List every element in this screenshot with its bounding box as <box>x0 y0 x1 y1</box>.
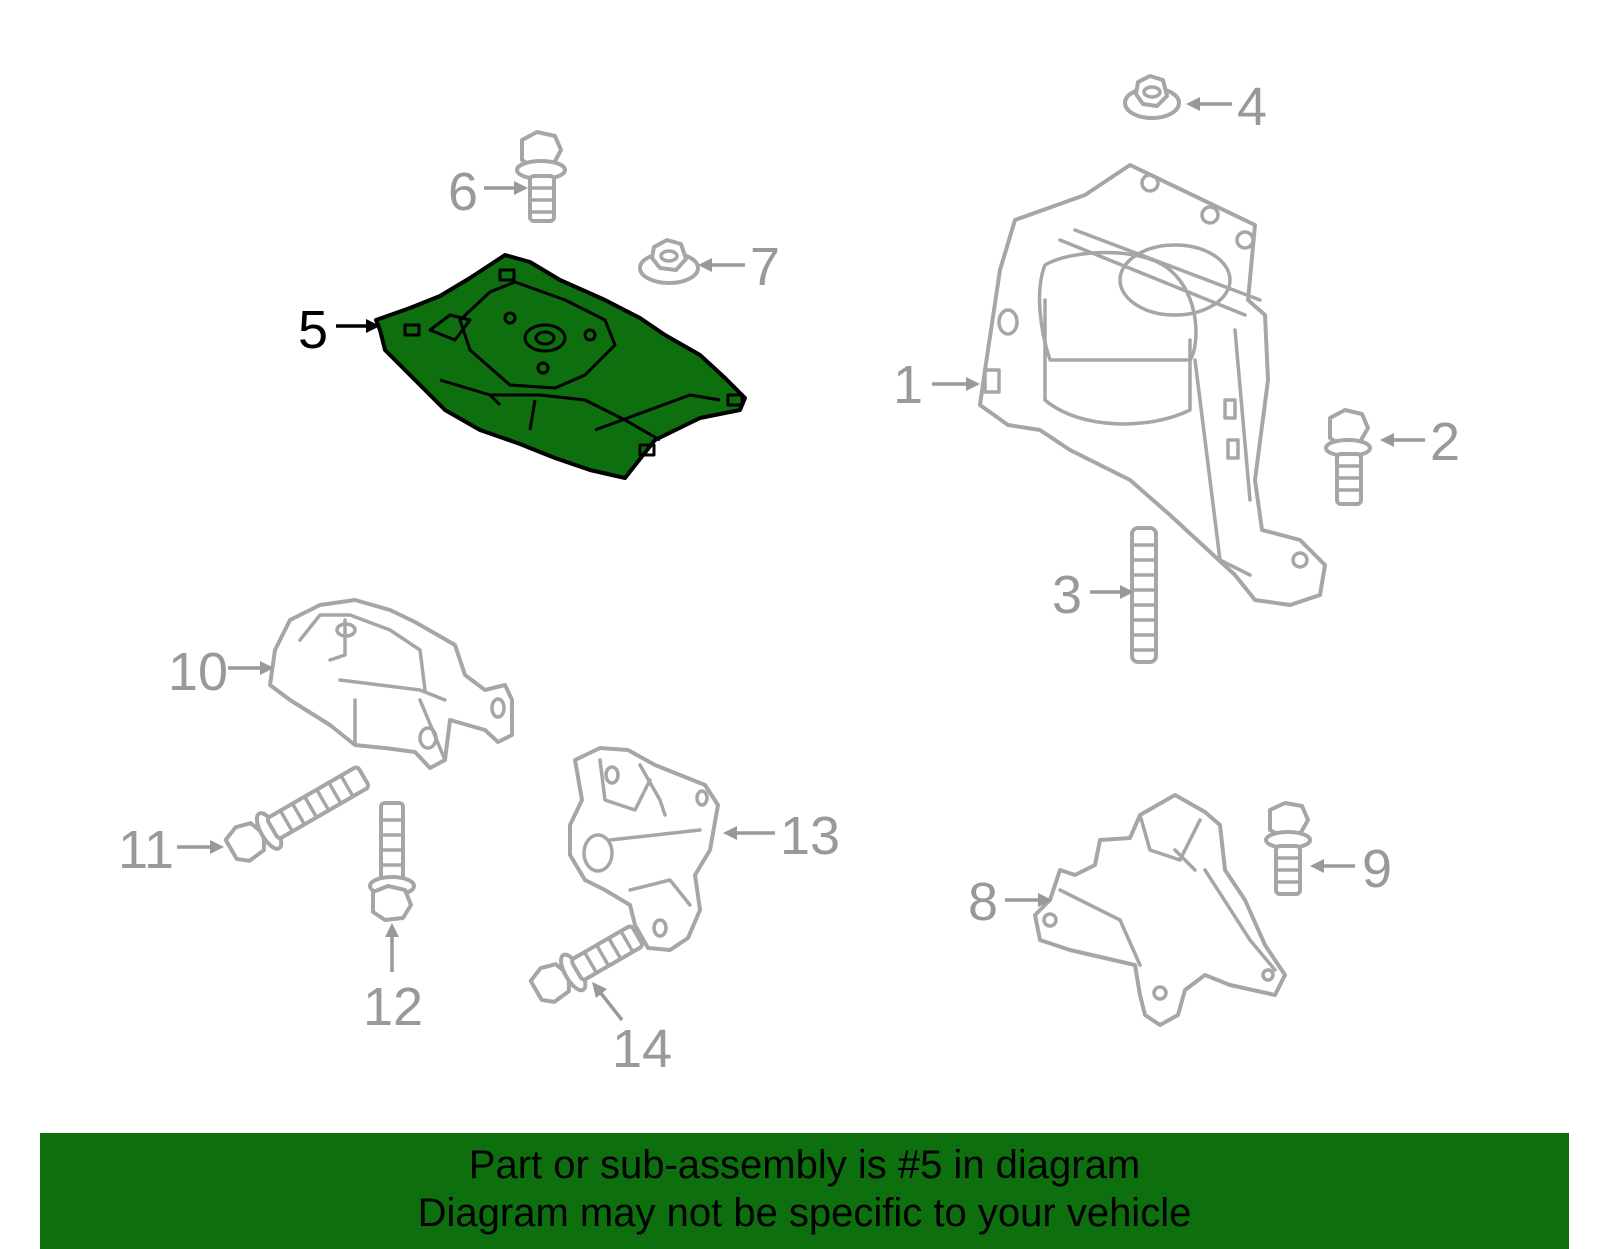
banner-line-2: Diagram may not be specific to your vehi… <box>417 1191 1192 1235</box>
callout-13: 13 <box>780 806 840 866</box>
part-13-bracket[interactable] <box>568 746 720 952</box>
callout-5: 5 <box>298 300 328 360</box>
part-4-nut[interactable] <box>1123 74 1181 120</box>
part-2-bolt[interactable] <box>1324 408 1372 506</box>
part-14-bolt[interactable] <box>528 918 648 1010</box>
part-11-bolt[interactable] <box>223 759 374 869</box>
callout-9: 9 <box>1362 839 1392 899</box>
part-6-bolt[interactable] <box>515 130 567 223</box>
callout-10: 10 <box>168 642 228 702</box>
part-7-nut[interactable] <box>638 238 700 285</box>
callout-6: 6 <box>448 162 478 222</box>
leader-arrows <box>177 97 1425 1022</box>
part-5-transmission-mount[interactable] <box>374 253 747 480</box>
banner-line-1: Part or sub-assembly is #5 in diagram <box>468 1143 1141 1187</box>
part-8-bracket[interactable] <box>1033 793 1287 1027</box>
part-10-rear-mount[interactable] <box>268 598 514 770</box>
callout-2: 2 <box>1430 412 1460 472</box>
callout-14: 14 <box>612 1019 672 1079</box>
part-3-stud[interactable] <box>1130 526 1158 664</box>
part-9-bolt[interactable] <box>1264 801 1312 896</box>
parts-diagram: 1 2 3 4 5 6 7 8 9 10 11 12 13 14 <box>118 74 1460 1079</box>
info-banner: Part or sub-assembly is #5 in diagram Di… <box>40 1133 1569 1249</box>
part-1-engine-mount[interactable] <box>978 163 1327 607</box>
callout-12: 12 <box>363 977 423 1037</box>
callout-1: 1 <box>893 355 923 415</box>
callout-4: 4 <box>1237 77 1267 137</box>
part-12-bolt[interactable] <box>368 801 416 922</box>
callout-8: 8 <box>968 872 998 932</box>
callout-3: 3 <box>1052 565 1082 625</box>
callout-labels: 1 2 3 4 5 6 7 8 9 10 11 12 13 14 <box>118 77 1460 1079</box>
callout-11: 11 <box>118 820 174 880</box>
callout-7: 7 <box>750 237 780 297</box>
